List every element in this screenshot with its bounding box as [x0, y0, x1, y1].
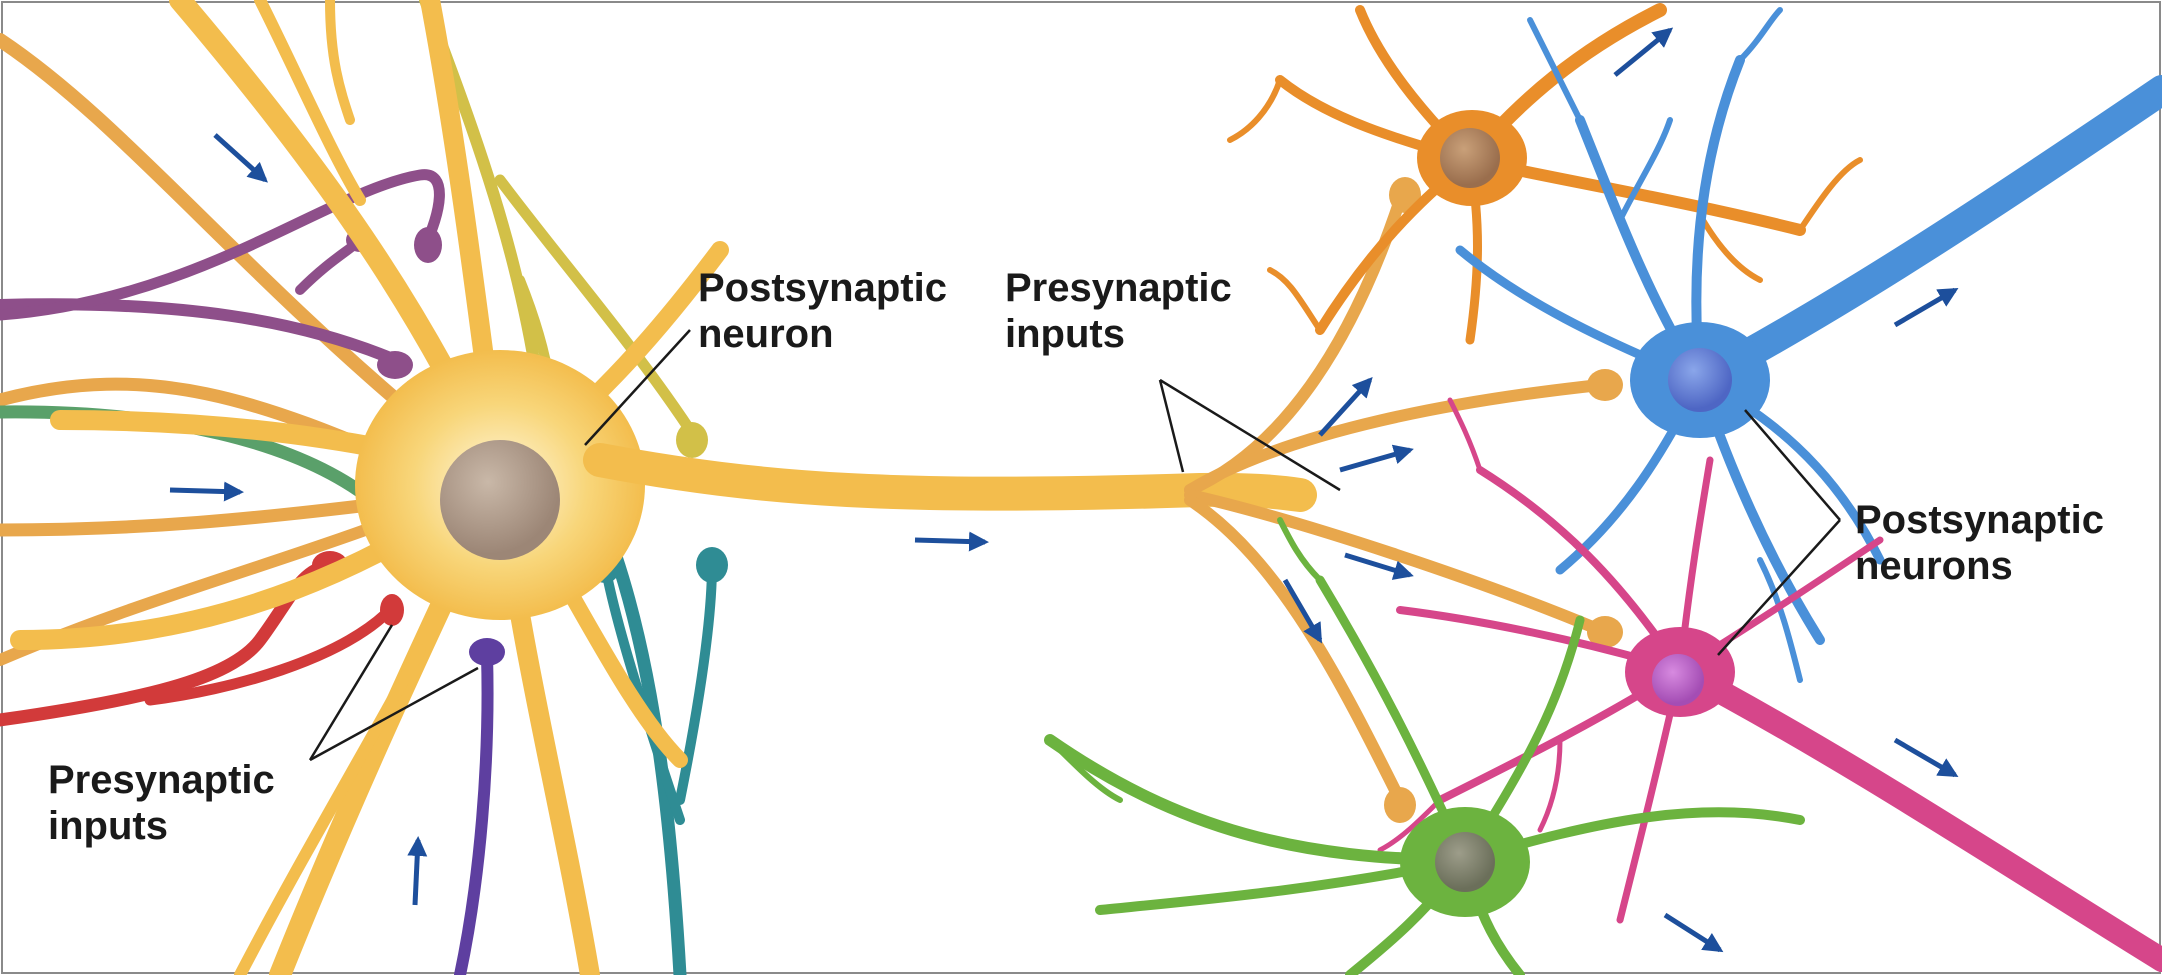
label-presynaptic-inputs-center-line1: Presynaptic — [1005, 265, 1232, 311]
label-presynaptic-inputs-center: Presynaptic inputs — [1005, 265, 1232, 357]
label-postsynaptic-neuron-line2: neuron — [698, 311, 947, 357]
arrow-4 — [915, 540, 985, 542]
arrow-3 — [415, 840, 418, 905]
label-presynaptic-inputs-left: Presynaptic inputs — [48, 757, 275, 849]
label-presynaptic-inputs-center-line2: inputs — [1005, 311, 1232, 357]
label-postsynaptic-neuron-line1: Postsynaptic — [698, 265, 947, 311]
label-postsynaptic-neurons-line1: Postsynaptic — [1855, 497, 2104, 543]
label-postsynaptic-neurons-line2: neurons — [1855, 543, 2104, 589]
arrow-2 — [170, 490, 240, 492]
label-postsynaptic-neuron: Postsynaptic neuron — [698, 265, 947, 357]
label-presynaptic-inputs-left-line2: inputs — [48, 803, 275, 849]
label-postsynaptic-neurons: Postsynaptic neurons — [1855, 497, 2104, 589]
label-presynaptic-inputs-left-line1: Presynaptic — [48, 757, 275, 803]
